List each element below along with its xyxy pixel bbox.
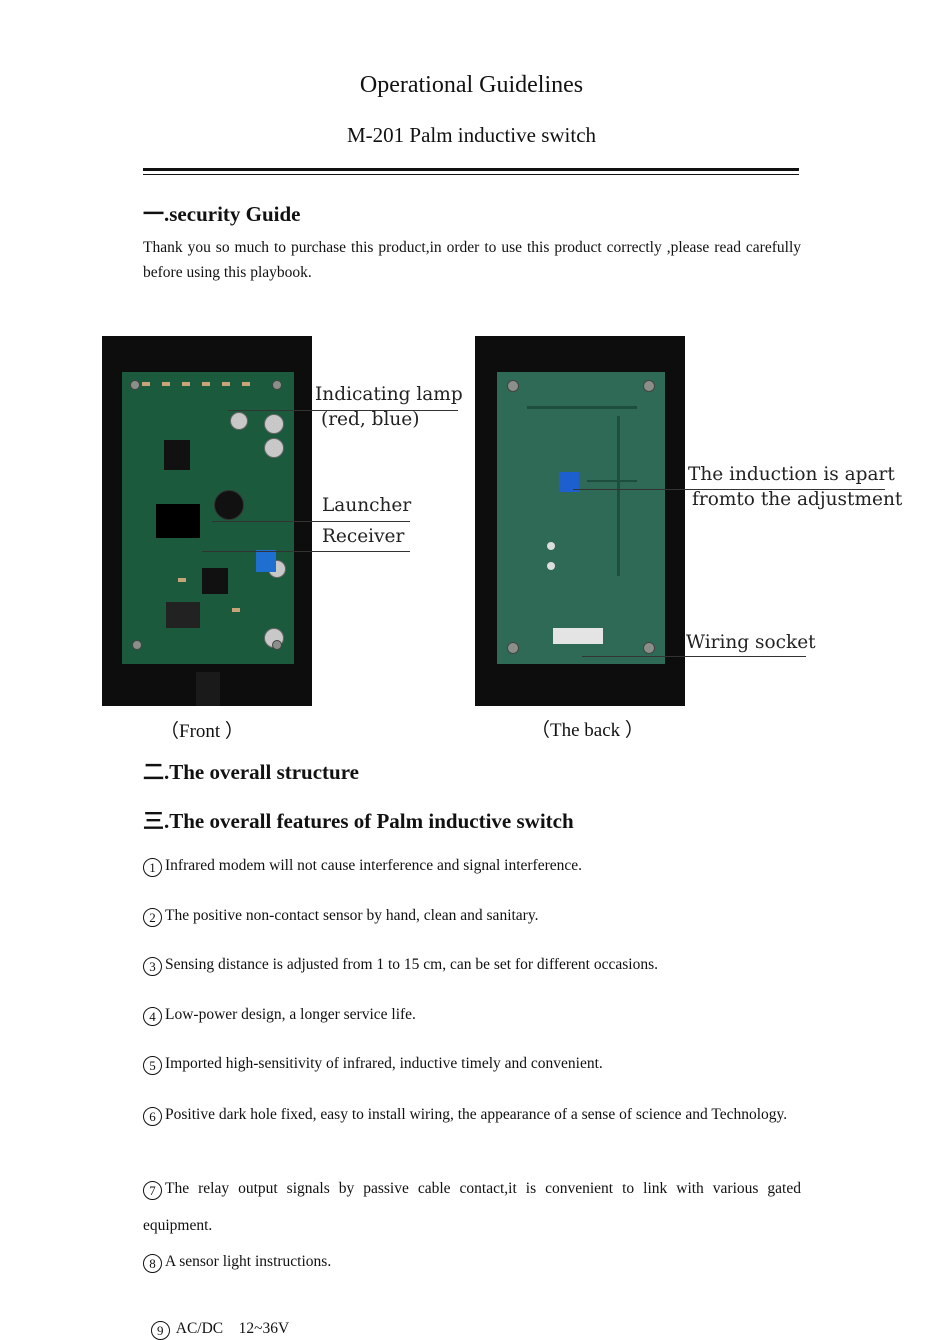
section-structure-heading: 二.The overall structure [143, 760, 359, 784]
document-title: Operational Guidelines [359, 72, 584, 98]
item-number: 6 [143, 1107, 162, 1126]
leader-line-launcher [212, 521, 410, 522]
feature-text: AC/DC 12~36V [172, 1320, 290, 1337]
item-number: 4 [143, 1007, 162, 1026]
item-number: 8 [143, 1254, 162, 1273]
item-number: 9 [150, 1321, 170, 1340]
back-photo [475, 336, 685, 706]
feature-text: Low-power design, a longer service life. [165, 1006, 416, 1023]
feature-text: Imported high-sensitivity of infrared, i… [165, 1055, 603, 1072]
header-rule-thin [143, 174, 799, 175]
feature-text: The positive non-contact sensor by hand,… [165, 907, 539, 924]
item-number: 7 [143, 1181, 162, 1200]
item-number: 1 [143, 858, 162, 877]
label-induction-adjust: The induction is apart [688, 464, 895, 485]
leader-line-receiver [202, 551, 410, 552]
security-paragraph: Thank you so much to purchase this produ… [143, 239, 801, 281]
label-lamp-colors: (red, blue) [321, 409, 420, 430]
item-number: 3 [143, 957, 162, 976]
front-pcb [122, 372, 294, 664]
leader-line-induction [573, 489, 885, 490]
section-security-heading: 一.security Guide [143, 202, 301, 226]
leader-line-wiring [582, 656, 806, 657]
leader-line-lamp [228, 410, 458, 411]
feature-text: The relay output signals by passive cabl… [143, 1180, 801, 1234]
feature-text: Positive dark hole fixed, easy to instal… [165, 1106, 788, 1123]
document-subtitle: M-201 Palm inductive switch [346, 123, 597, 147]
label-receiver: Receiver [322, 526, 405, 547]
item-number: 2 [143, 908, 162, 927]
item-number: 5 [143, 1056, 162, 1075]
feature-text: Sensing distance is adjusted from 1 to 1… [165, 956, 659, 973]
feature-text: A sensor light instructions. [165, 1253, 332, 1270]
label-launcher: Launcher [322, 495, 412, 516]
header-rule-thick [143, 168, 799, 171]
section-features-heading: 三.The overall features of Palm inductive… [143, 809, 574, 833]
label-indicating-lamp: Indicating lamp [315, 384, 463, 405]
caption-front: （Front ） [160, 721, 244, 742]
back-pcb [497, 372, 665, 664]
caption-back: （The back ） [531, 720, 644, 741]
label-induction-adjust-2: fromto the adjustment [692, 489, 903, 510]
feature-text: Infrared modem will not cause interferen… [165, 857, 583, 874]
label-wiring-socket: Wiring socket [686, 632, 816, 653]
feature-item-9: 9 AC/DC 12~36V [143, 1302, 803, 1340]
